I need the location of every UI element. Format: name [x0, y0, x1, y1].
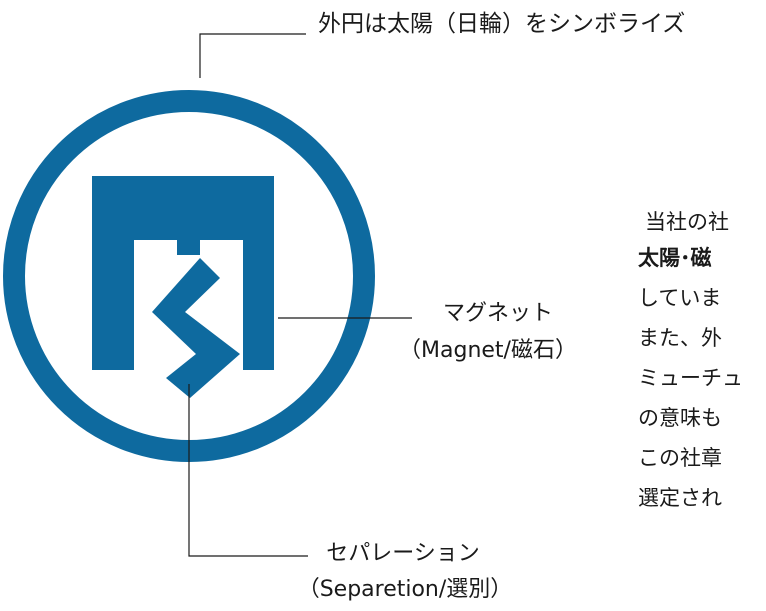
magnet-annotation-sub: （Magnet/磁石）	[399, 338, 577, 363]
description-line-8: 選定され	[638, 486, 722, 510]
magnet-annotation-title: マグネット	[442, 301, 553, 326]
sun-leader-line	[199, 33, 306, 78]
separation-annotation-title: セパレーション	[326, 541, 480, 566]
description-line-6: の意味も	[638, 406, 722, 430]
description-line-7: この社章	[638, 446, 722, 470]
description-line-2: 太陽･磁	[638, 246, 712, 270]
description-line-1: 当社の社	[645, 210, 729, 234]
magnet-m-shape	[92, 176, 274, 370]
separation-leader-line	[188, 384, 308, 557]
sun-annotation: 外円は太陽（日輪）をシンボライズ	[318, 11, 686, 37]
description-line-4: また、外	[638, 326, 722, 350]
separation-s-shape	[152, 258, 240, 398]
separation-annotation-sub: （Separetion/選別）	[297, 577, 513, 602]
description-line-5: ミューチュ	[638, 366, 743, 390]
description-line-3: していま	[638, 286, 722, 310]
